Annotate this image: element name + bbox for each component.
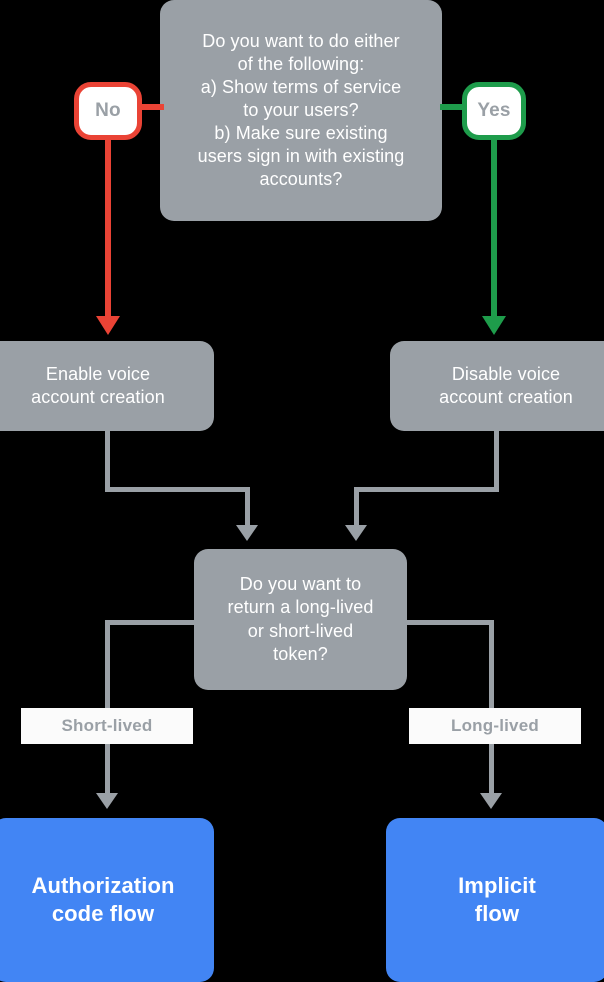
- arrowhead-to-implicit-flow: [480, 793, 502, 809]
- edge-merge-left-down: [245, 487, 250, 527]
- edge-label-long-lived: Long-lived: [409, 708, 581, 744]
- arrowhead-right-to-token-question: [345, 525, 367, 541]
- terminal-node-implicit-flow: Implicit flow: [386, 818, 604, 982]
- action-node-disable-voice-account-creation: Disable voice account creation: [390, 341, 604, 431]
- answer-chip-yes[interactable]: Yes: [462, 82, 526, 140]
- edge-label-short-lived: Short-lived: [21, 708, 193, 744]
- action-node-enable-voice-account-creation: Enable voice account creation: [0, 341, 214, 431]
- decision-node-terms-of-service: Do you want to do either of the followin…: [160, 0, 442, 221]
- edge-token-question-left: [105, 620, 197, 625]
- decision-node-token-lifetime: Do you want to return a long-lived or sh…: [194, 549, 407, 690]
- arrowhead-yes-to-disable-voice: [482, 316, 506, 335]
- edge-disable-voice-left: [354, 487, 499, 492]
- edge-disable-voice-down: [494, 431, 499, 491]
- arrowhead-no-to-enable-voice: [96, 316, 120, 335]
- edge-token-question-right: [404, 620, 494, 625]
- edge-no-vertical: [105, 138, 111, 318]
- edge-enable-voice-down: [105, 431, 110, 491]
- edge-yes-vertical: [491, 138, 497, 318]
- terminal-node-authorization-code-flow: Authorization code flow: [0, 818, 214, 982]
- edge-merge-right-down: [354, 487, 359, 527]
- arrowhead-to-authorization-code-flow: [96, 793, 118, 809]
- edge-enable-voice-right: [105, 487, 250, 492]
- edge-decision-to-yes: [440, 104, 466, 110]
- answer-chip-no[interactable]: No: [74, 82, 142, 140]
- arrowhead-left-to-token-question: [236, 525, 258, 541]
- edge-decision-to-no: [138, 104, 164, 110]
